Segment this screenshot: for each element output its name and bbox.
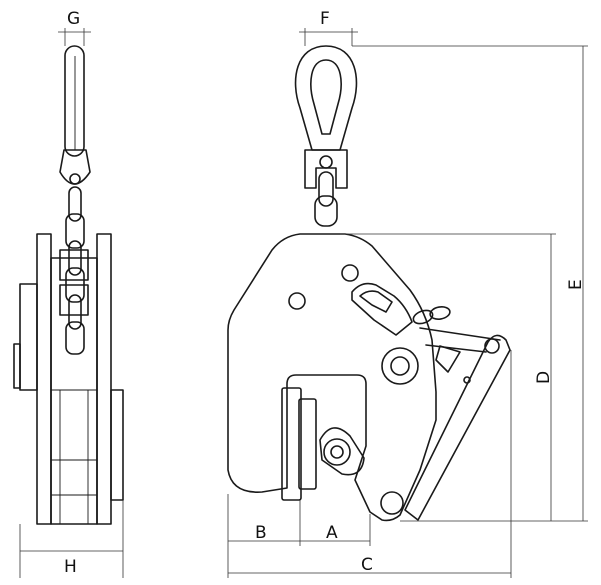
- dimension-d: D: [340, 233, 556, 521]
- dim-label-b: B: [255, 523, 267, 543]
- dim-label-a: A: [326, 523, 338, 543]
- dim-label-d: D: [534, 371, 554, 384]
- side-body: [13, 233, 124, 525]
- side-chain: [65, 186, 85, 355]
- dimension-e: E: [352, 45, 588, 522]
- dim-label-h: H: [64, 557, 77, 577]
- jaw-pads: [281, 387, 317, 501]
- dimension-f: F: [299, 9, 358, 46]
- front-view: F E D B A C: [227, 9, 588, 578]
- side-view: G H: [13, 9, 124, 578]
- dim-label-g: G: [67, 9, 80, 29]
- dim-label-e: E: [566, 279, 586, 290]
- dim-label-f: F: [320, 9, 330, 29]
- locking-lever: [404, 306, 511, 521]
- side-shackle: [59, 45, 91, 185]
- clamp-body: [227, 233, 437, 522]
- cam-pivot: [319, 427, 404, 515]
- dimension-b-a: B A: [227, 494, 371, 578]
- front-chain: [314, 171, 338, 227]
- dimension-c: C: [228, 350, 512, 578]
- front-shackle: [294, 45, 358, 189]
- dimension-h: H: [19, 500, 124, 578]
- dim-label-c: C: [361, 555, 373, 575]
- dimension-g: G: [58, 9, 91, 46]
